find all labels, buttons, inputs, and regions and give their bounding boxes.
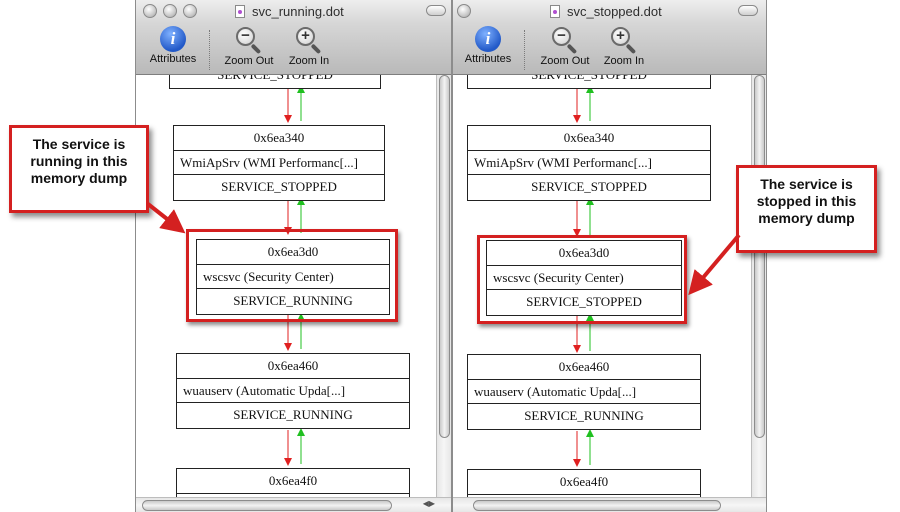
graph-node-partial[interactable]: 0x6ea4f0: [176, 468, 410, 497]
zoom-window-button[interactable]: [183, 4, 197, 18]
dot-file-icon: [550, 5, 560, 18]
callout-line: memory dump: [30, 170, 128, 186]
attributes-label: Attributes: [464, 53, 512, 65]
node-status: SERVICE_RUNNING: [524, 408, 644, 423]
toolbar: i Attributes − Zoom Out + Zoom In: [136, 24, 451, 75]
node-service-name: wuauserv (Automatic Upda[...]: [468, 380, 700, 404]
zoom-out-label: Zoom Out: [224, 55, 274, 67]
node-status: SERVICE_STOPPED: [221, 179, 337, 194]
scroll-thumb[interactable]: [473, 500, 721, 511]
graph-node[interactable]: 0x6ea340 WmiApSrv (WMI Performanc[...] S…: [467, 125, 711, 201]
node-address: 0x6ea460: [177, 354, 409, 379]
toolbar-separator: [209, 30, 210, 70]
node-address: 0x6ea4f0: [177, 469, 409, 494]
zoom-in-icon: +: [295, 26, 323, 55]
toolbar-toggle-button[interactable]: [738, 5, 758, 16]
callout-line: The service is: [760, 176, 853, 192]
node-service-name: wscsvc (Security Center): [197, 265, 389, 289]
graph-node-wscsvc[interactable]: 0x6ea3d0 wscsvc (Security Center) SERVIC…: [486, 240, 682, 316]
node-status: SERVICE_STOPPED: [468, 75, 710, 88]
graph-node-partial[interactable]: SERVICE_STOPPED: [467, 75, 711, 89]
window-title: svc_stopped.dot: [567, 4, 662, 19]
node-status: SERVICE_STOPPED: [170, 75, 380, 88]
node-service-name: wscsvc (Security Center): [487, 266, 681, 290]
highlight-box-running: [186, 229, 398, 322]
horizontal-scrollbar[interactable]: ◀▶: [136, 497, 451, 512]
zoom-in-icon: +: [610, 26, 638, 55]
vertical-scrollbar[interactable]: [436, 75, 451, 497]
graph-node-partial[interactable]: SERVICE_STOPPED: [169, 75, 381, 89]
callout-line: stopped in this: [756, 193, 857, 209]
toolbar: i Attributes − Zoom Out + Zoom In: [453, 24, 766, 75]
dot-file-icon: [235, 5, 245, 18]
scroll-arrows-icon[interactable]: ◀▶: [422, 499, 435, 508]
node-address: 0x6ea4f0: [468, 470, 700, 495]
graph-node[interactable]: 0x6ea460 wuauserv (Automatic Upda[...] S…: [176, 353, 410, 429]
svc-running-window: svc_running.dot i Attributes − Zoom Out …: [135, 0, 452, 512]
highlight-box-stopped: [477, 235, 687, 324]
node-service-name: wuauserv (Automatic Upda[...]: [177, 379, 409, 403]
node-address: 0x6ea460: [468, 355, 700, 380]
zoom-out-button[interactable]: − Zoom Out: [219, 26, 279, 67]
zoom-out-label: Zoom Out: [540, 55, 590, 67]
node-status: SERVICE_RUNNING: [233, 293, 353, 308]
scroll-thumb[interactable]: [754, 75, 765, 438]
callout-line: The service is: [32, 136, 126, 152]
zoom-in-label: Zoom In: [603, 55, 645, 67]
window-title: svc_running.dot: [252, 4, 344, 19]
zoom-out-icon: −: [551, 26, 579, 55]
title-bar[interactable]: svc_stopped.dot: [453, 0, 766, 24]
zoom-in-label: Zoom In: [288, 55, 330, 67]
node-status: SERVICE_RUNNING: [233, 407, 353, 422]
title-bar[interactable]: svc_running.dot: [136, 0, 451, 24]
info-icon: i: [475, 26, 501, 52]
zoom-in-button[interactable]: + Zoom In: [596, 26, 652, 67]
callout-line: running in this: [30, 153, 128, 169]
graph-node-partial[interactable]: 0x6ea4f0: [467, 469, 701, 497]
node-address: 0x6ea340: [468, 126, 710, 151]
graph-node[interactable]: 0x6ea460 wuauserv (Automatic Upda[...] S…: [467, 354, 701, 430]
node-address: 0x6ea3d0: [487, 241, 681, 266]
zoom-out-icon: −: [235, 26, 263, 55]
node-address: 0x6ea3d0: [197, 240, 389, 265]
svc-stopped-window: svc_stopped.dot i Attributes − Zoom Out …: [452, 0, 767, 512]
callout-running: The service is running in this memory du…: [9, 125, 149, 213]
toolbar-toggle-button[interactable]: [426, 5, 446, 16]
callout-line: memory dump: [758, 210, 855, 226]
horizontal-scrollbar[interactable]: [453, 497, 766, 512]
graph-node-wscsvc[interactable]: 0x6ea3d0 wscsvc (Security Center) SERVIC…: [196, 239, 390, 315]
node-service-name: WmiApSrv (WMI Performanc[...]: [174, 151, 384, 175]
attributes-button[interactable]: i Attributes: [142, 26, 204, 65]
info-icon: i: [160, 26, 186, 52]
scroll-thumb[interactable]: [439, 75, 450, 438]
close-window-button[interactable]: [457, 4, 471, 18]
node-address: 0x6ea340: [174, 126, 384, 151]
graph-node[interactable]: 0x6ea340 WmiApSrv (WMI Performanc[...] S…: [173, 125, 385, 201]
node-service-name: WmiApSrv (WMI Performanc[...]: [468, 151, 710, 175]
zoom-in-button[interactable]: + Zoom In: [281, 26, 337, 67]
node-status: SERVICE_STOPPED: [531, 179, 647, 194]
vertical-scrollbar[interactable]: [751, 75, 766, 497]
zoom-out-button[interactable]: − Zoom Out: [535, 26, 595, 67]
minimize-window-button[interactable]: [163, 4, 177, 18]
callout-stopped: The service is stopped in this memory du…: [736, 165, 877, 253]
node-status: SERVICE_STOPPED: [526, 294, 642, 309]
attributes-label: Attributes: [149, 53, 197, 65]
toolbar-separator: [524, 30, 525, 70]
scroll-thumb[interactable]: [142, 500, 392, 511]
attributes-button[interactable]: i Attributes: [457, 26, 519, 65]
close-window-button[interactable]: [143, 4, 157, 18]
